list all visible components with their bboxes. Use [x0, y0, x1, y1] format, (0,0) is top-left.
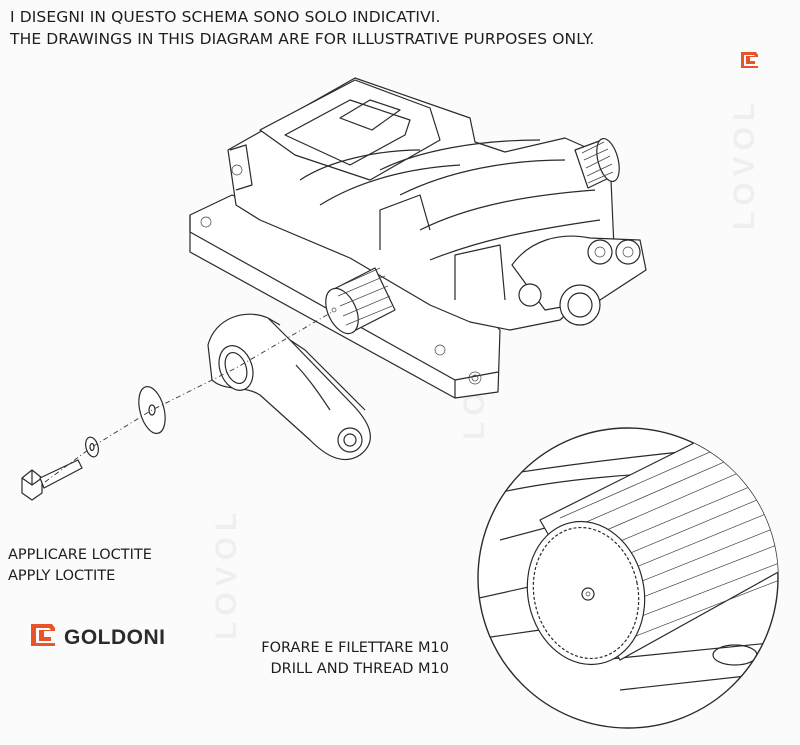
note-loctite-english: APPLY LOCTITE [8, 568, 116, 584]
note-drill-english: DRILL AND THREAD M10 [270, 661, 449, 677]
goldoni-brand: GOLDONI [28, 622, 166, 653]
note-drill-italian: FORARE E FILETTARE M10 [261, 640, 449, 656]
washer [138, 386, 166, 434]
note-drill-thread: FORARE E FILETTARE M10 DRILL AND THREAD … [233, 638, 449, 680]
brand-name: GOLDONI [64, 625, 166, 649]
note-loctite: APPLICARE LOCTITE APPLY LOCTITE [8, 545, 152, 587]
lever-arm [207, 313, 371, 461]
disclaimer-english: THE DRAWINGS IN THIS DIAGRAM ARE FOR ILL… [10, 30, 595, 48]
bolt [21, 459, 83, 501]
disclaimer-italian: I DISEGNI IN QUESTO SCHEMA SONO SOLO IND… [10, 8, 441, 26]
assembly-axis [44, 311, 333, 483]
note-loctite-italian: APPLICARE LOCTITE [8, 547, 152, 563]
detail-circle [477, 427, 779, 729]
gearbox-assembly [189, 77, 647, 399]
disclaimer: I DISEGNI IN QUESTO SCHEMA SONO SOLO IND… [10, 6, 594, 50]
goldoni-logo-icon [28, 622, 58, 653]
goldoni-corner-logo-icon [738, 50, 760, 75]
lock-washer [85, 436, 99, 458]
